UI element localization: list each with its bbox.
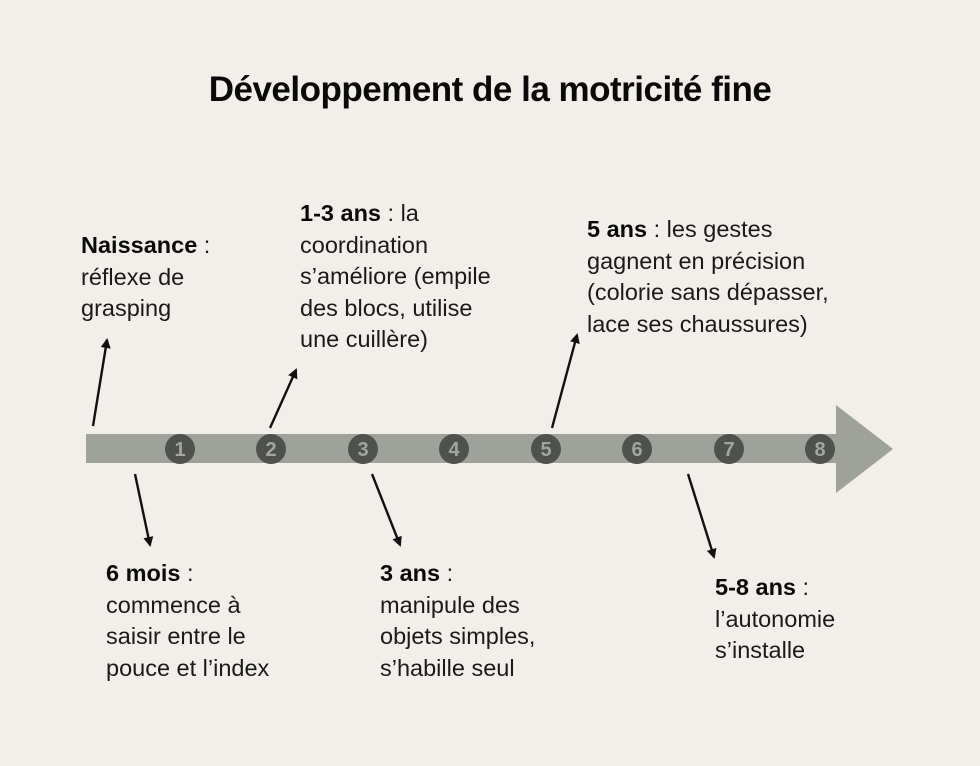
milestone-5-ans: 5 ans : les gestes gagnent en précision … bbox=[587, 216, 829, 337]
marker-6: 6 bbox=[622, 434, 652, 464]
marker-2: 2 bbox=[256, 434, 286, 464]
arrow-1-3-ans bbox=[268, 368, 298, 429]
marker-1: 1 bbox=[165, 434, 195, 464]
arrow-3-ans bbox=[370, 473, 402, 547]
page-title: Développement de la motricité fine bbox=[208, 70, 772, 109]
svg-text:8: 8 bbox=[814, 439, 825, 461]
marker-7: 7 bbox=[714, 434, 744, 464]
milestone-1-3-ans: 1-3 ans : la coordination s’améliore (em… bbox=[300, 200, 491, 352]
marker-8: 8 bbox=[805, 434, 835, 464]
milestone-3-ans: 3 ans : manipule des objets simples, s’h… bbox=[380, 560, 536, 681]
arrow-6-mois bbox=[133, 473, 154, 547]
milestone-heading: 3 ans bbox=[380, 560, 441, 586]
milestone-heading: 5 ans bbox=[587, 216, 648, 242]
pointer-arrows bbox=[91, 333, 717, 559]
marker-5: 5 bbox=[531, 434, 561, 464]
marker-4: 4 bbox=[439, 434, 469, 464]
svg-text:4: 4 bbox=[448, 439, 460, 461]
milestone-heading: 5-8 ans bbox=[715, 574, 796, 600]
timeline-arrow bbox=[86, 405, 893, 493]
svg-text:5: 5 bbox=[540, 439, 551, 461]
svg-text:3: 3 bbox=[357, 439, 368, 461]
milestone-heading: 6 mois bbox=[106, 560, 181, 586]
milestone-heading: Naissance bbox=[81, 232, 198, 258]
svg-text:6: 6 bbox=[631, 439, 642, 461]
svg-text:2: 2 bbox=[265, 439, 276, 461]
marker-3: 3 bbox=[348, 434, 378, 464]
arrow-naissance bbox=[91, 338, 111, 427]
arrow-5-8-ans bbox=[686, 473, 717, 559]
milestone-6-mois: 6 mois : commence à saisir entre le pouc… bbox=[106, 560, 270, 681]
svg-text:7: 7 bbox=[723, 439, 734, 461]
svg-text:1: 1 bbox=[174, 439, 185, 461]
milestone-naissance: Naissance : réflexe de grasping bbox=[81, 232, 211, 321]
milestone-heading: 1-3 ans bbox=[300, 200, 381, 226]
arrow-5-ans bbox=[550, 333, 580, 429]
milestone-5-8-ans: 5-8 ans : l’autonomie s’installe bbox=[715, 574, 836, 663]
timeline-markers: 1 2 3 4 5 6 7 8 bbox=[165, 434, 835, 464]
